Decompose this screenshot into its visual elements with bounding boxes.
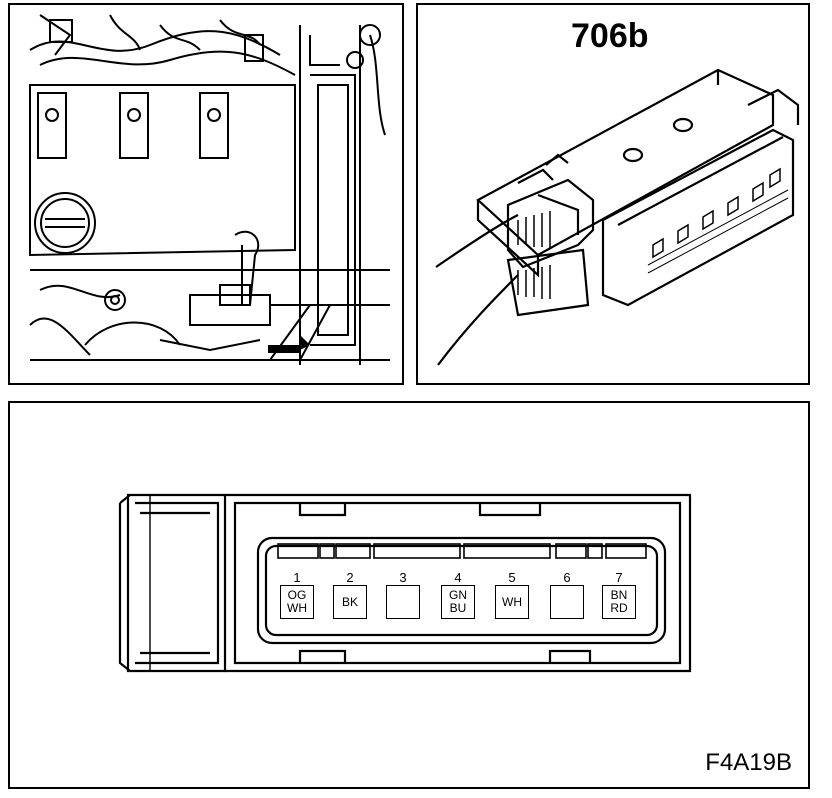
pin-7-color-2: RD (610, 601, 628, 615)
pin-7-cavity: BN RD (602, 585, 636, 619)
pin-3-cavity (386, 585, 420, 619)
pin-6-cavity (550, 585, 584, 619)
pin-5-cavity: WH (495, 585, 529, 619)
pin-3-number: 3 (399, 570, 407, 585)
pin-2-cavity: BK (333, 585, 367, 619)
pin-7-color-1: BN (610, 588, 628, 602)
pin-1-color-1: OG (287, 588, 307, 602)
pin-1-cavity: OG WH (280, 585, 314, 619)
connector-drawing (435, 68, 800, 366)
pin-4-cavity: GN BU (441, 585, 475, 619)
pin-2-color-1: BK (341, 594, 358, 609)
pin-1-number: 1 (293, 570, 301, 585)
pin-5-color-1: WH (502, 594, 522, 609)
pin-4-number: 4 (454, 570, 462, 585)
pin-5-number: 5 (508, 570, 516, 585)
connector-illustration: 706b (416, 3, 810, 385)
connector-pinout-panel: 1 OG WH 2 BK 3 4 GN BU 5 WH 6 7 BN RD F4… (8, 401, 810, 789)
figure-code: F4A19B (705, 749, 792, 776)
engine-bay-drawing (29, 14, 390, 365)
pin-7-number: 7 (615, 570, 623, 585)
pin-1-color-2: WH (287, 601, 307, 615)
pin-2-number: 2 (346, 570, 354, 585)
pin-6-number: 6 (563, 570, 571, 585)
engine-bay-illustration (8, 3, 404, 385)
connector-face-outline (118, 493, 692, 673)
component-label: 706b (571, 17, 649, 55)
pin-4-color-1: GN (449, 588, 467, 602)
pin-4-color-2: BU (449, 601, 467, 615)
